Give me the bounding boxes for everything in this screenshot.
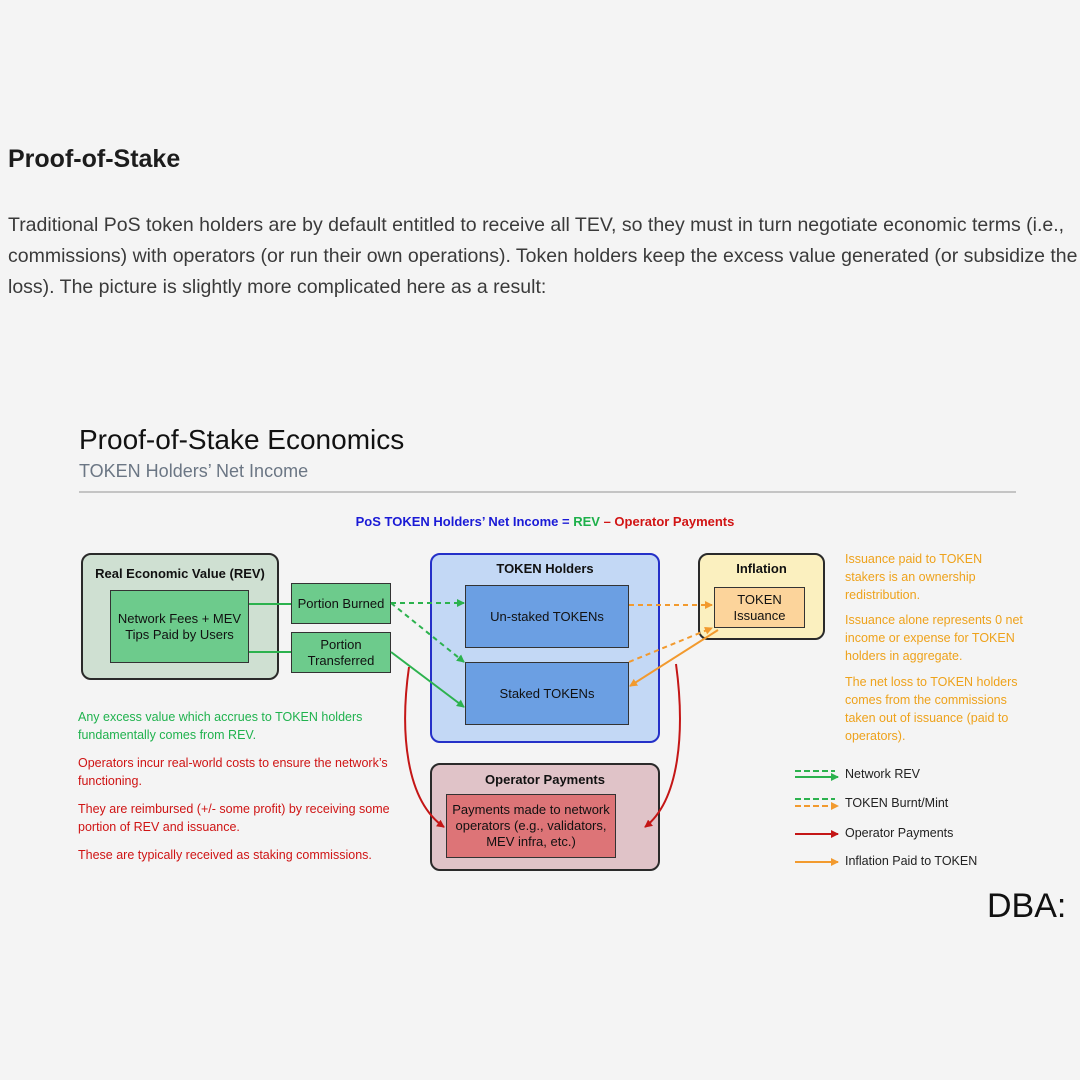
operator-payments-node: Payments made to network operators (e.g.… [446, 794, 616, 858]
network-fees-node: Network Fees + MEV Tips Paid by Users [110, 590, 249, 663]
formula-operator-payments: Operator Payments [614, 514, 735, 529]
note-excess-value: Any excess value which accrues to TOKEN … [78, 710, 363, 742]
arrow-issuance-to-operators [644, 663, 681, 828]
legend-operator-payments: Operator Payments [845, 826, 954, 840]
portion-burned-node: Portion Burned [291, 583, 391, 624]
note-operator-costs: Operators incur real-world costs to ensu… [78, 756, 388, 788]
arrow-transferred-to-staked [390, 651, 465, 708]
article-heading: Proof-of-Stake [8, 145, 181, 173]
formula-rev: REV [573, 514, 600, 529]
legend-network-rev: Network REV [845, 767, 921, 781]
portion-transferred-node: Portion Transferred [291, 632, 391, 673]
arrow-issuance-to-staked [629, 629, 719, 687]
legend-inflation-paid: Inflation Paid to TOKEN [845, 854, 978, 868]
token-issuance-node: TOKEN Issuance [714, 587, 805, 628]
arrow-transferred-to-operators [404, 666, 445, 828]
note-reimbursed: They are reimbursed (+/- some profit) by… [78, 802, 390, 834]
rev-box-title: Real Economic Value (REV) [95, 566, 265, 581]
diagram-title: Proof-of-Stake Economics [79, 424, 405, 455]
staked-tokens-node: Staked TOKENs [465, 662, 629, 725]
note-net-loss: The net loss to TOKEN holders comes from… [845, 675, 1018, 743]
inflation-title: Inflation [736, 561, 787, 576]
arrow-staked-to-issuance [628, 626, 713, 663]
note-commissions: These are typically received as staking … [78, 848, 372, 862]
note-issuance-redistribution: Issuance paid to TOKEN stakers is an own… [845, 552, 983, 602]
unstaked-tokens-node: Un-staked TOKENs [465, 585, 629, 648]
operator-payments-title: Operator Payments [485, 772, 605, 787]
net-income-formula: PoS TOKEN Holders’ Net Income = REV – Op… [0, 514, 1080, 529]
dba-watermark: DBA: [987, 887, 1067, 925]
diagram-divider [79, 491, 1016, 493]
arrow-burned-to-staked [390, 602, 465, 663]
token-holders-title: TOKEN Holders [496, 561, 594, 576]
article-paragraph: Traditional PoS token holders are by def… [8, 214, 1078, 298]
legend-burnt-mint: TOKEN Burnt/Mint [845, 796, 949, 810]
formula-dash: – [599, 514, 615, 529]
formula-left: PoS TOKEN Holders’ Net Income = [355, 514, 574, 529]
note-issuance-zero: Issuance alone represents 0 net income o… [845, 613, 1023, 663]
diagram-subtitle: TOKEN Holders’ Net Income [79, 461, 309, 481]
